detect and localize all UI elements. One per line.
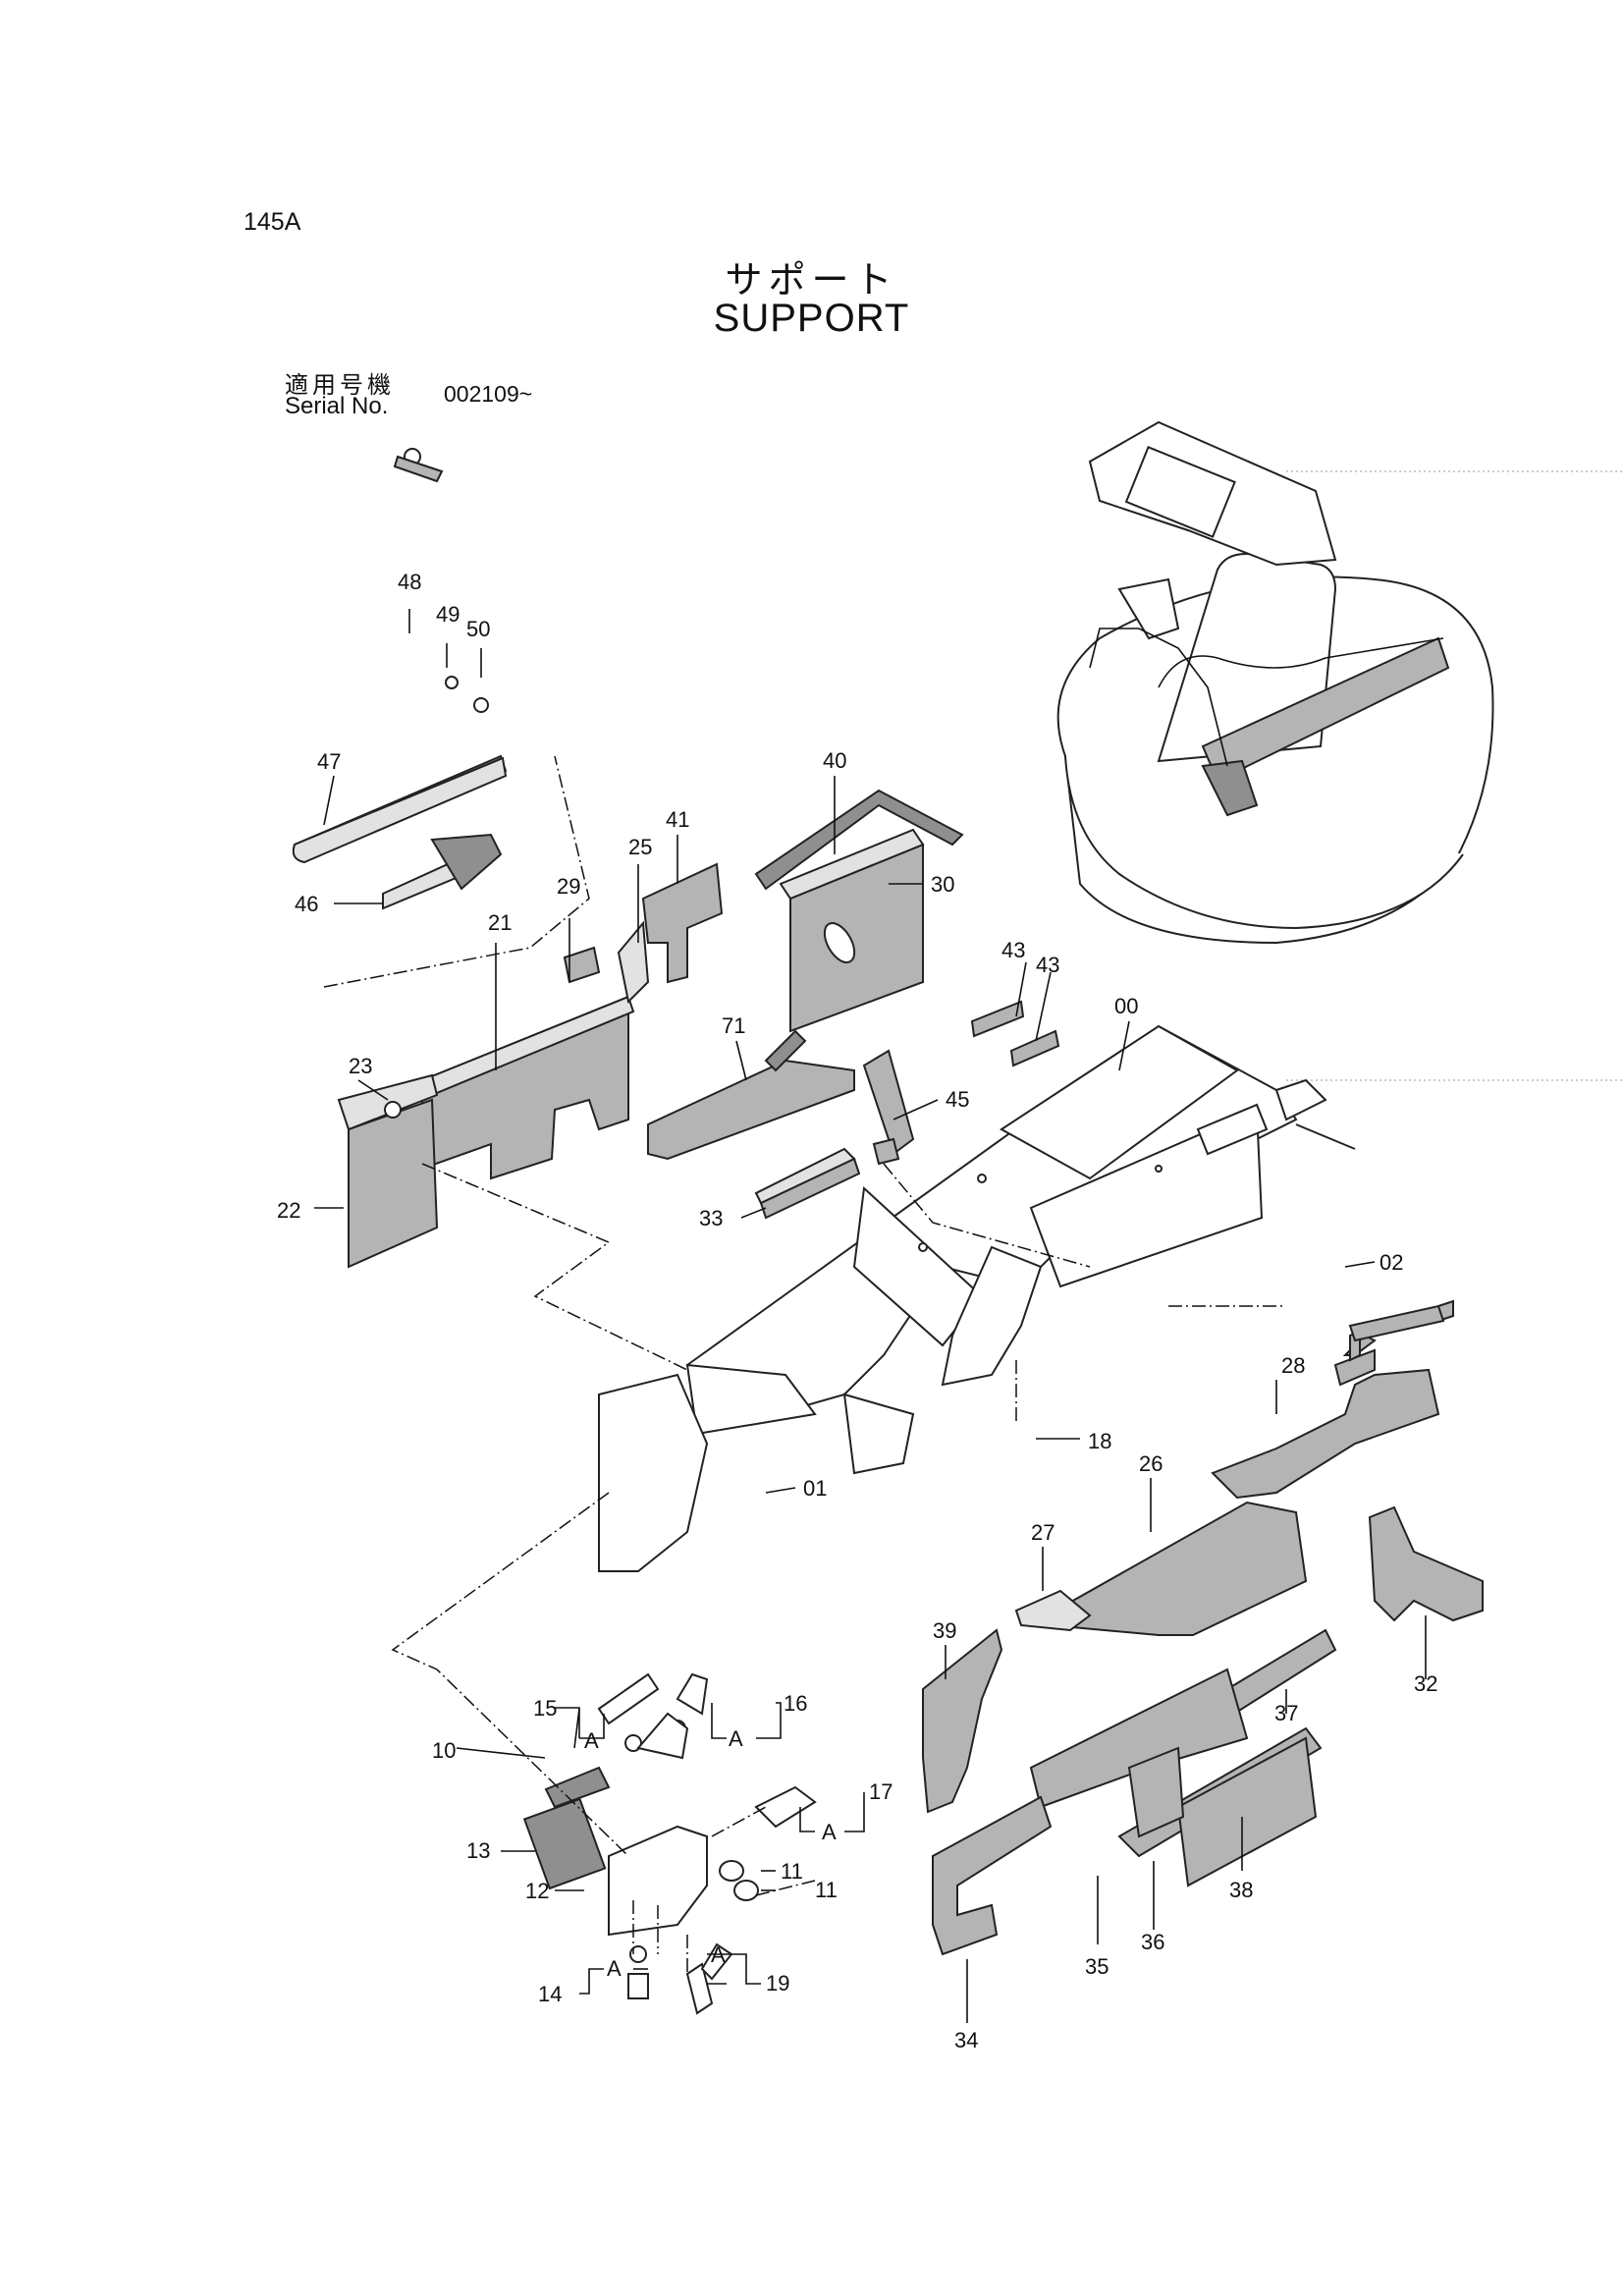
callout-17: 17 xyxy=(869,1779,893,1804)
callout-23: 23 xyxy=(349,1054,372,1078)
serial-label-japanese: 適用号機 xyxy=(285,371,395,399)
callout-a-19: A xyxy=(711,1942,726,1967)
callout-02: 02 xyxy=(1380,1250,1403,1275)
serial-label-english: Serial No. xyxy=(285,393,389,419)
callout-00: 00 xyxy=(1114,994,1138,1018)
page-code: 145A xyxy=(243,208,301,236)
callout-14: 14 xyxy=(538,1982,562,2006)
callout-18: 18 xyxy=(1088,1429,1111,1453)
callout-labels: 48 49 50 47 46 21 29 25 41 23 22 40 30 4… xyxy=(277,570,1437,2052)
callout-35: 35 xyxy=(1085,1954,1109,1979)
serial-number-value: 002109~ xyxy=(444,381,533,407)
callout-27: 27 xyxy=(1031,1520,1055,1545)
callout-45: 45 xyxy=(946,1087,969,1112)
callout-32: 32 xyxy=(1414,1671,1437,1696)
callout-11-lower: 11 xyxy=(815,1878,838,1902)
title-japanese: サポート xyxy=(725,258,898,301)
main-support-frame xyxy=(598,1024,1356,1572)
title-english: SUPPORT xyxy=(713,297,910,340)
callout-a-15: A xyxy=(584,1728,599,1753)
valve-block-parts xyxy=(522,1672,817,2015)
callout-a-16: A xyxy=(729,1726,743,1751)
callout-a-17: A xyxy=(822,1820,837,1844)
callout-33: 33 xyxy=(699,1206,723,1230)
callout-38: 38 xyxy=(1229,1878,1253,1902)
callout-19: 19 xyxy=(766,1971,789,1995)
chain-lines xyxy=(323,755,1286,1974)
callout-11-upper: 11 xyxy=(781,1859,803,1884)
callout-22: 22 xyxy=(277,1198,300,1223)
machine-overview-illustration xyxy=(1056,420,1623,1081)
callout-26: 26 xyxy=(1139,1451,1163,1476)
callout-50: 50 xyxy=(466,617,490,641)
right-bracket-parts xyxy=(922,1299,1484,1956)
left-bracket-parts xyxy=(292,448,724,1269)
leader-lines xyxy=(314,609,1427,2023)
callout-71: 71 xyxy=(722,1013,745,1038)
callout-21: 21 xyxy=(488,910,512,935)
callout-40: 40 xyxy=(823,748,846,773)
callout-15: 15 xyxy=(533,1696,557,1721)
callout-10: 10 xyxy=(432,1738,456,1763)
callout-36: 36 xyxy=(1141,1930,1164,1954)
callout-13: 13 xyxy=(466,1838,490,1863)
callout-01: 01 xyxy=(803,1476,827,1501)
callout-39: 39 xyxy=(933,1618,956,1643)
callout-a-14: A xyxy=(607,1956,622,1981)
callout-28: 28 xyxy=(1281,1353,1305,1378)
callout-43-left: 43 xyxy=(1001,938,1025,962)
center-pad-parts xyxy=(647,789,1060,1220)
callout-43-right: 43 xyxy=(1036,953,1059,977)
callout-46: 46 xyxy=(295,892,318,916)
callout-37: 37 xyxy=(1274,1701,1298,1725)
callout-25: 25 xyxy=(628,835,652,859)
callout-29: 29 xyxy=(557,874,580,899)
callout-30: 30 xyxy=(931,872,954,897)
callout-49: 49 xyxy=(436,602,460,627)
callout-47: 47 xyxy=(317,749,341,774)
callout-16: 16 xyxy=(784,1691,807,1716)
callout-34: 34 xyxy=(954,2028,978,2052)
callout-48: 48 xyxy=(398,570,421,594)
callout-41: 41 xyxy=(666,807,689,832)
callout-12: 12 xyxy=(525,1879,549,1903)
